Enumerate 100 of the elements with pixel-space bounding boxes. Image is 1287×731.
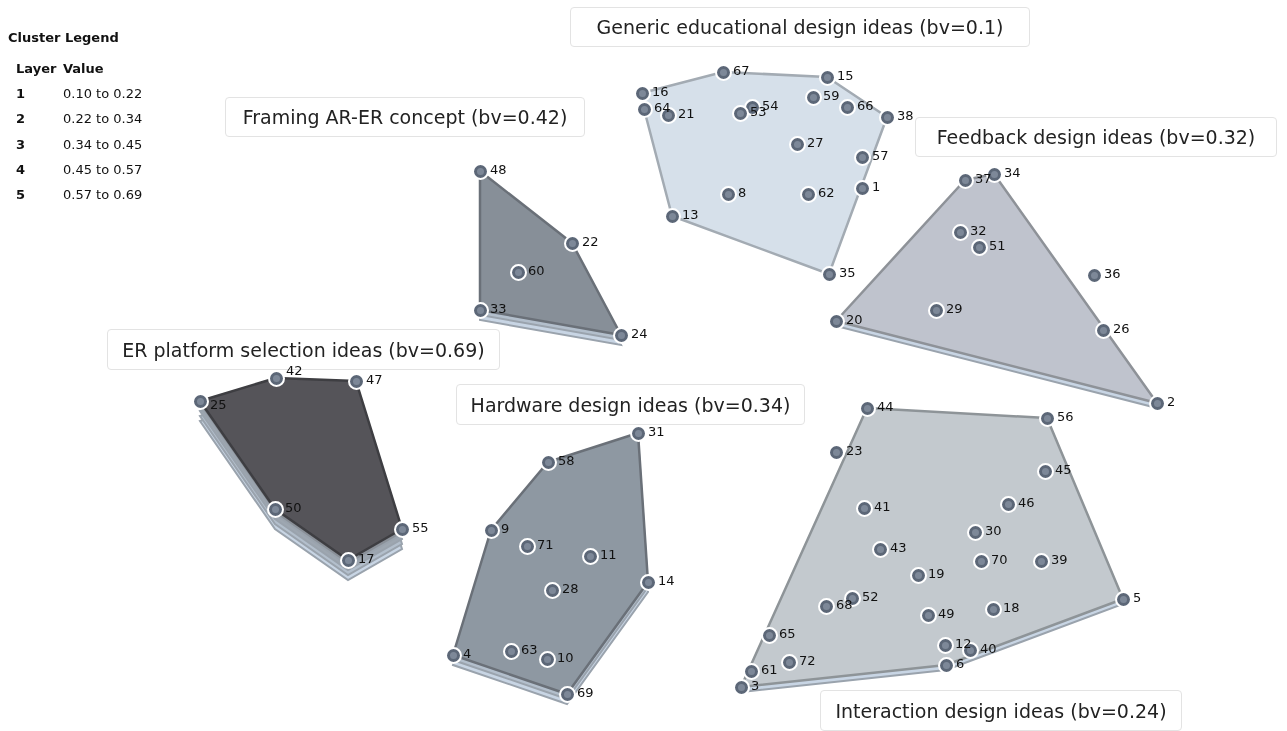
point-number: 4: [463, 647, 472, 661]
point-number: 10: [557, 651, 574, 665]
point-number: 44: [877, 400, 894, 414]
point-number: 15: [837, 69, 854, 83]
point-number: 17: [358, 552, 375, 566]
point-number: 51: [989, 239, 1006, 253]
cluster-title: Interaction design ideas (bv=0.24): [820, 690, 1182, 731]
data-point: [540, 454, 557, 471]
point-number: 19: [928, 567, 945, 581]
data-point: [445, 647, 462, 664]
point-number: 47: [366, 373, 383, 387]
point-number: 68: [836, 598, 853, 612]
point-number: 8: [738, 186, 747, 200]
cluster-title: Framing AR-ER concept (bv=0.42): [225, 97, 585, 137]
point-number: 1: [872, 180, 881, 194]
point-number: 26: [1113, 322, 1130, 336]
data-point: [483, 522, 500, 539]
point-number: 59: [823, 89, 840, 103]
data-point: [1039, 410, 1056, 427]
data-point: [828, 444, 845, 461]
point-number: 11: [600, 548, 617, 562]
data-point: [192, 393, 209, 410]
point-number: 2: [1167, 395, 1176, 409]
value-range: 0.22 to 0.34: [63, 111, 143, 127]
point-number: 57: [872, 149, 889, 163]
point-number: 43: [890, 541, 907, 555]
cluster-title: Generic educational design ideas (bv=0.1): [570, 7, 1030, 47]
data-point: [819, 69, 836, 86]
point-number: 34: [1004, 166, 1021, 180]
column-header: Layer: [16, 61, 57, 76]
point-number: 23: [846, 444, 863, 458]
point-number: 13: [682, 208, 699, 222]
point-number: 50: [285, 501, 302, 515]
point-number: 21: [678, 107, 695, 121]
value-range: 0.45 to 0.57: [63, 161, 143, 177]
point-number: 46: [1018, 496, 1035, 510]
point-number: 35: [839, 266, 856, 280]
point-number: 48: [490, 163, 507, 177]
layer-number: 2: [16, 111, 26, 127]
data-point: [640, 574, 657, 591]
point-number: 5: [1133, 591, 1142, 605]
value-range: 0.10 to 0.22: [63, 86, 143, 101]
data-point: [1149, 395, 1166, 412]
data-point: [743, 663, 760, 680]
data-point: [630, 425, 647, 442]
point-number: 3: [751, 679, 760, 693]
point-number: 25: [210, 398, 227, 412]
data-point: [715, 64, 732, 81]
point-number: 29: [946, 302, 963, 316]
point-number: 67: [733, 64, 750, 78]
point-number: 12: [955, 637, 972, 651]
data-point: [821, 266, 838, 283]
point-number: 60: [528, 264, 545, 278]
data-point: [348, 373, 365, 390]
point-number: 27: [807, 136, 824, 150]
point-number: 37: [975, 172, 992, 186]
data-point: [1086, 267, 1103, 284]
data-point: [472, 163, 489, 180]
data-point: [564, 235, 581, 252]
point-number: 64: [654, 101, 671, 115]
point-number: 24: [631, 327, 648, 341]
point-number: 31: [648, 425, 665, 439]
point-number: 33: [490, 302, 507, 316]
value-range: 0.57 to 0.69: [63, 187, 143, 203]
point-number: 40: [980, 642, 997, 656]
point-number: 36: [1104, 267, 1121, 281]
layer-number: 1: [16, 86, 26, 101]
data-point: [472, 302, 489, 319]
value-range: 0.34 to 0.45: [63, 136, 143, 152]
data-point: [733, 679, 750, 696]
data-point: [636, 101, 653, 118]
data-point: [859, 400, 876, 417]
point-number: 28: [562, 582, 579, 596]
point-number: 72: [799, 654, 816, 668]
point-number: 71: [537, 538, 554, 552]
data-point: [634, 85, 651, 102]
point-number: 49: [938, 607, 955, 621]
point-number: 45: [1055, 463, 1072, 477]
point-number: 39: [1051, 553, 1068, 567]
point-number: 9: [501, 522, 510, 536]
data-point: [879, 109, 896, 126]
column-header: Value: [63, 61, 104, 76]
point-number: 56: [1057, 410, 1074, 424]
data-point: [613, 327, 630, 344]
data-point: [938, 657, 955, 674]
point-number: 32: [970, 224, 987, 238]
data-point: [957, 172, 974, 189]
data-point: [828, 313, 845, 330]
point-number: 6: [956, 657, 965, 671]
layer-number: 3: [16, 136, 26, 152]
data-point: [664, 208, 681, 225]
point-number: 66: [857, 99, 874, 113]
point-number: 63: [521, 643, 538, 657]
point-number: 52: [862, 590, 879, 604]
point-number: 30: [985, 524, 1002, 538]
legend-heading: Cluster Legend: [8, 30, 119, 45]
layer-number: 5: [16, 187, 26, 203]
layer-number: 4: [16, 161, 26, 177]
cluster-title: Hardware design ideas (bv=0.34): [456, 384, 805, 425]
point-number: 41: [874, 500, 891, 514]
